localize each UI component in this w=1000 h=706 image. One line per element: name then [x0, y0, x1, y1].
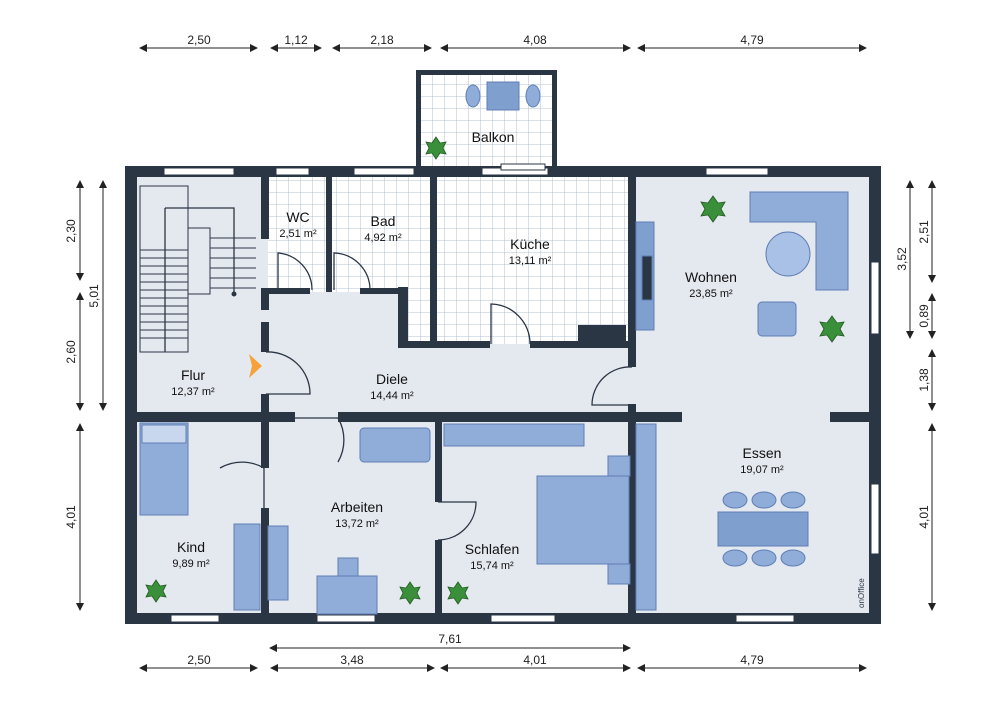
staircase	[139, 185, 256, 353]
schlafen-nightstand-top	[607, 455, 631, 477]
room-area: 13,11 m²	[509, 255, 552, 267]
essen-chair-2	[751, 491, 777, 509]
arbeiten-desk	[316, 575, 378, 615]
arbeiten-chair	[337, 557, 359, 577]
dim-label: 3,48	[340, 653, 364, 667]
windows	[163, 163, 880, 623]
plant-icon	[447, 581, 469, 605]
dim-label: 2,51	[917, 220, 931, 244]
floor-tiles-bad	[330, 177, 433, 292]
dim-label: 7,61	[438, 632, 462, 646]
room-name: WC	[286, 209, 309, 225]
schlafen-nightstand-bottom	[607, 563, 631, 585]
balkon-chair-right	[525, 84, 541, 108]
doors	[219, 252, 633, 541]
wohnen-table	[765, 231, 811, 277]
dimension-labels: 2,50 1,12 2,18 4,08 4,79 7,61 2,50 3,48 …	[64, 33, 931, 667]
dim-label: 4,79	[740, 33, 764, 47]
essen-sideboard	[635, 423, 657, 611]
floor-tiles-kueche	[437, 177, 631, 344]
room-name: Diele	[376, 371, 408, 387]
dim-label: 3,52	[895, 247, 909, 271]
room-area: 19,07 m²	[740, 464, 784, 476]
dim-label: 2,50	[187, 33, 211, 47]
room-area: 13,72 m²	[335, 518, 379, 530]
door-arbeiten	[295, 417, 345, 463]
essen-chair-1	[722, 491, 748, 509]
room-area: 9,89 m²	[172, 558, 210, 570]
room-area: 4,92 m²	[364, 232, 402, 244]
room-name: Schlafen	[465, 541, 519, 557]
plant-icon	[819, 315, 845, 343]
dim-label: 4,01	[917, 505, 931, 529]
room-area: 15,74 m²	[470, 560, 514, 572]
dim-label: 1,12	[284, 33, 308, 47]
plants	[145, 136, 845, 605]
essen-table	[717, 511, 809, 547]
door-bad	[333, 252, 371, 291]
room-area: 23,85 m²	[689, 288, 733, 300]
dim-label: 2,60	[64, 340, 78, 364]
door-kind	[219, 461, 265, 508]
dim-label: 4,01	[523, 653, 547, 667]
essen-chair-6	[780, 549, 806, 567]
kind-pillow	[141, 424, 187, 444]
dimension-lines	[76, 44, 936, 672]
dim-label: 2,18	[370, 33, 394, 47]
tv	[641, 255, 653, 301]
door-wc	[277, 252, 313, 291]
plant-icon	[700, 195, 726, 223]
room-name: Arbeiten	[331, 499, 383, 515]
room-area: 14,44 m²	[370, 390, 414, 402]
balkon-chair-left	[465, 84, 481, 108]
arbeiten-shelf	[267, 525, 289, 601]
room-name: Wohnen	[685, 269, 737, 285]
plant-icon	[399, 581, 421, 605]
kind-wardrobe	[233, 523, 261, 611]
dim-label: 0,89	[917, 304, 931, 328]
room-labels: Balkon WC 2,51 m² Bad 4,92 m² Küche 13,1…	[171, 129, 784, 572]
essen-chair-3	[780, 491, 806, 509]
watermark: onOffice	[857, 578, 866, 608]
dim-label: 4,08	[523, 33, 547, 47]
balkon-table	[486, 81, 520, 111]
room-name: Essen	[743, 445, 782, 461]
furniture	[139, 81, 849, 615]
door-schlafen	[437, 501, 477, 541]
arbeiten-sofa	[359, 427, 431, 463]
door-kueche	[490, 303, 531, 345]
door-flur	[265, 351, 311, 395]
room-area: 2,51 m²	[279, 228, 317, 240]
entrance-arrow-icon	[249, 354, 262, 378]
door-wohnen	[591, 366, 633, 406]
room-name: Balkon	[472, 129, 515, 145]
wohnen-sofa	[749, 191, 849, 291]
schlafen-bed	[536, 475, 630, 565]
dim-label: 2,50	[187, 653, 211, 667]
wohnen-armchair	[757, 301, 797, 337]
dim-label: 5,01	[87, 284, 101, 308]
room-area: 12,37 m²	[171, 386, 215, 398]
plant-icon	[425, 136, 447, 160]
room-name: Flur	[181, 367, 205, 383]
room-name: Kind	[177, 539, 205, 555]
dim-label: 4,79	[740, 653, 764, 667]
plant-icon	[145, 579, 167, 603]
kitchen-stove	[578, 325, 626, 343]
essen-chair-5	[751, 549, 777, 567]
schlafen-wardrobe	[443, 423, 585, 447]
room-name: Bad	[371, 213, 396, 229]
dim-label: 2,30	[64, 219, 78, 243]
essen-chair-4	[722, 549, 748, 567]
dim-label: 1,38	[917, 368, 931, 392]
dim-label: 4,01	[64, 505, 78, 529]
room-name: Küche	[510, 236, 550, 252]
